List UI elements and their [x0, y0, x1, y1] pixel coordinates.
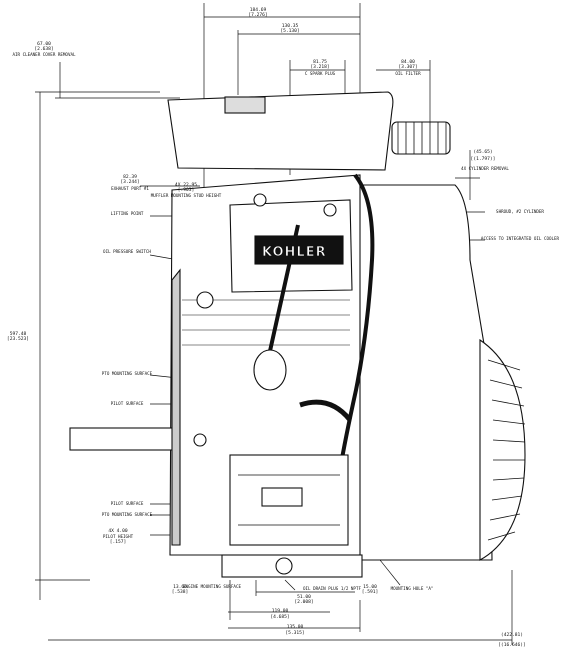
label-oil-drain-plug: OIL DRAIN PLUG 1/2 NPTF	[303, 586, 361, 591]
dim-top-mid-inch: [5.130]	[280, 28, 299, 34]
dim-pilot-height-value: 4X 4.00	[108, 528, 128, 534]
dim-mount-hole-value: 15.00	[363, 584, 377, 590]
dim-air-cleaner-inch: [2.638]	[34, 46, 53, 52]
dim-exhaust-label: EXHAUST PORT #1	[111, 186, 149, 191]
dim-exhaust-value: 82.39	[123, 174, 137, 180]
dim-top-total-value: 184.69	[250, 7, 267, 13]
dim-bottom-1-inch: [2.008]	[294, 599, 313, 605]
dim-bottom-total-inch: [(16.646)]	[498, 642, 526, 648]
dim-oil-filter-inch: [3.307]	[398, 64, 417, 70]
dim-oil-filter-value: 84.00	[401, 59, 415, 65]
dim-spark-inch: [3.218]	[310, 64, 329, 70]
dim-engine-surface-value: 13.66	[173, 584, 187, 590]
dim-mount-hole-inch: [.591]	[362, 589, 379, 595]
dim-mount-hole-label: MOUNTING HOLE "A"	[391, 586, 434, 591]
dim-exhaust-inch: [3.244]	[120, 179, 139, 185]
dim-spark-value: 81.75	[313, 59, 327, 65]
engine-illustration	[69, 91, 526, 578]
dim-cyl-removal-value: (45.65)	[473, 149, 492, 155]
label-pto-mounting-2: PTO MOUNTING SURFACE	[102, 512, 153, 517]
dim-pilot-height-inch: [.157]	[110, 539, 127, 545]
dim-oil-filter-label: OIL FILTER	[395, 71, 421, 76]
dim-bottom-1-value: 51.00	[297, 594, 311, 600]
dim-muffler-inch: [.903]	[178, 187, 195, 193]
dim-top-total-inch: [7.276]	[248, 12, 267, 18]
dim-spark-label: C SPARK PLUG	[305, 71, 336, 76]
label-pilot-surface-1: PILOT SURFACE	[111, 401, 144, 406]
dim-bottom-3-value: 135.00	[287, 624, 304, 630]
label-oil-pressure-switch: OIL PRESSURE SWITCH	[103, 249, 151, 254]
label-pilot-surface-2: PILOT SURFACE	[111, 501, 144, 506]
kohler-logo: KOHLER	[262, 245, 327, 260]
dim-bottom-3-inch: [5.315]	[285, 630, 304, 636]
label-shroud: SHROUD, #2 CYLINDER	[496, 209, 544, 214]
dim-muffler-label: MUFFLER MOUNTING STUD HEIGHT	[151, 193, 222, 198]
dim-air-cleaner-label: AIR CLEANER COVER REMOVAL	[12, 52, 76, 57]
dim-cyl-removal-inch: [(1.797)]	[471, 156, 496, 162]
dim-bottom-2-value: 119.00	[272, 608, 289, 614]
dim-pilot-height-label: PILOT HEIGHT	[103, 534, 134, 539]
dim-bottom-2-inch: [4.685]	[270, 614, 289, 620]
dim-bottom-total-value: (422.81)	[501, 632, 523, 638]
dim-cyl-removal-label: 4X CYLINDER REMOVAL	[461, 166, 509, 171]
dim-engine-surface-inch: [.538]	[172, 589, 189, 595]
dim-muffler-value: 4X 22.95	[175, 182, 197, 188]
dim-air-cleaner-value: 67.00	[37, 41, 51, 47]
label-access-oil-cooler: ACCESS TO INTEGRATED OIL COOLER	[481, 236, 560, 241]
label-pto-mounting-1: PTO MOUNTING SURFACE	[102, 371, 153, 376]
dim-overall-height-value: 597.48	[10, 331, 27, 337]
dim-top-mid-value: 130.35	[282, 23, 299, 29]
dim-overall-height-inch: [23.523]	[7, 336, 29, 342]
dim-engine-surface-label: ENGINE MOUNTING SURFACE	[183, 584, 241, 589]
label-lifting-point: LIFTING POINT	[111, 211, 144, 216]
